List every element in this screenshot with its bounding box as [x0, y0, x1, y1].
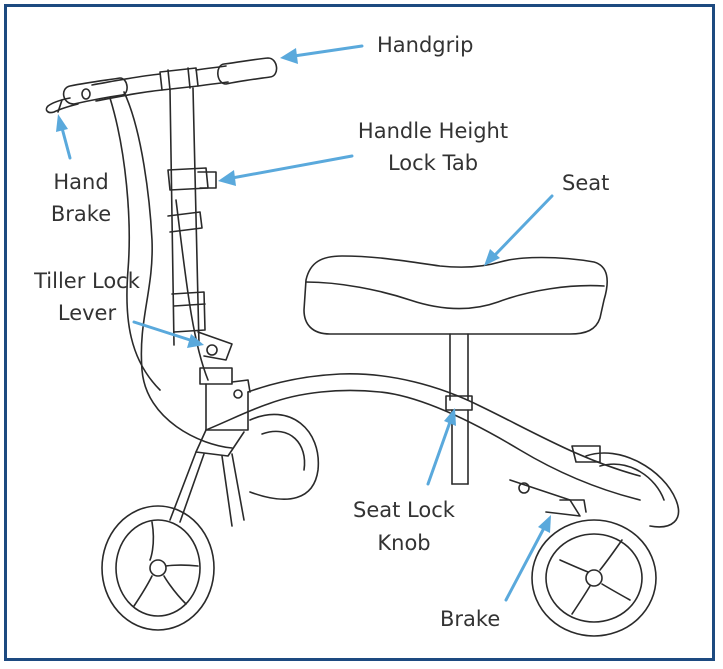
- label-seat-lock-knob-line1: Seat Lock: [353, 498, 455, 522]
- tiller-lock-lever: [197, 331, 233, 385]
- seat-post: [445, 333, 473, 485]
- arrow-hand-brake: [56, 114, 72, 160]
- arrow-tiller-lock-lever: [132, 320, 204, 348]
- seat-pad: [303, 255, 608, 335]
- walker-frame: [195, 373, 641, 501]
- label-seat-lock-knob-line2: Knob: [377, 531, 431, 555]
- rear-left-wheel: [531, 519, 657, 637]
- label-handle-height-lock-tab-line2: Lock Tab: [387, 151, 479, 175]
- hand-brake-lever: [45, 97, 79, 114]
- front-fork: [169, 451, 245, 527]
- label-seat: Seat: [562, 171, 610, 195]
- label-tiller-lock-lever-line1: Tiller Lock: [34, 269, 140, 293]
- arrow-handle-height-lock-tab: [218, 154, 354, 186]
- brake-cable: [109, 91, 233, 449]
- stem-clamp: [159, 67, 199, 91]
- label-handgrip: Handgrip: [377, 33, 474, 57]
- front-right-wheel: [249, 413, 320, 500]
- label-hand-brake-line1: Hand: [53, 170, 109, 194]
- brake-mechanism: [509, 479, 587, 517]
- right-handgrip: [217, 57, 278, 85]
- arrow-handgrip: [280, 44, 364, 64]
- label-hand-brake-line2: Brake: [50, 202, 112, 226]
- handlebar: [91, 65, 229, 102]
- label-brake: Brake: [440, 607, 501, 631]
- front-left-wheel: [101, 505, 215, 631]
- arrow-seat-lock-knob: [426, 408, 456, 486]
- label-tiller-lock-lever-line2: Lever: [57, 301, 117, 325]
- rear-right-wheel: [571, 445, 680, 528]
- steering-column: [167, 87, 217, 346]
- diagram-frame: [4, 4, 715, 661]
- arrow-seat: [484, 194, 554, 266]
- left-handgrip: [62, 77, 128, 105]
- label-handle-height-lock-tab-line1: Handle Height: [357, 119, 509, 143]
- arrow-brake: [504, 515, 551, 602]
